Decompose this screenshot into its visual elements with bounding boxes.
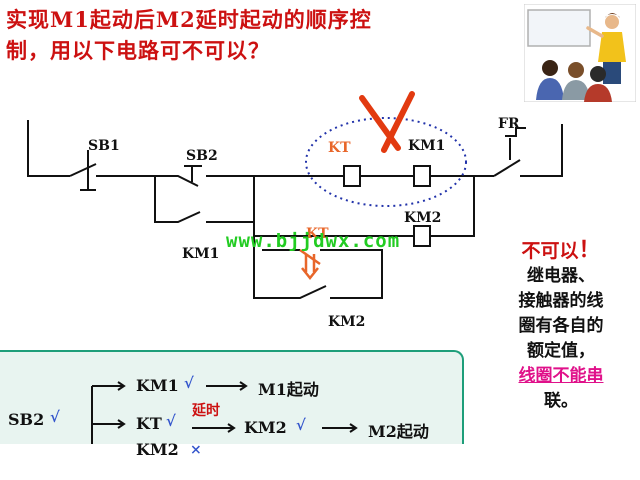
seq-sb2: SB2 xyxy=(8,410,45,429)
sequence-panel: SB2 √ KM1 √ M1起动 KT √ 延时 KM2 √ M2起动 KM2 … xyxy=(0,350,464,459)
wrong-cross-icon xyxy=(359,91,415,153)
seq-m2-start: M2起动 xyxy=(368,422,429,441)
watermark: www.bjjdwx.com xyxy=(226,230,401,252)
seq-km2-check: √ xyxy=(296,416,306,434)
seq-km1-check: √ xyxy=(184,374,194,392)
explanation-line-3: 圈有各自的 xyxy=(518,316,604,336)
sb2-button xyxy=(184,165,202,182)
wire-km2-hold xyxy=(320,249,383,299)
label-sb2: SB2 xyxy=(186,148,218,164)
label-fr: FR xyxy=(498,116,520,132)
wire-km2-return xyxy=(430,176,475,237)
label-kt: KT xyxy=(328,140,351,156)
explanation-line-5: 线圈不能串 xyxy=(518,366,604,386)
title-line-1: 实现M1起动后M2延时起动的顺序控 xyxy=(6,7,372,32)
sequence-arrows xyxy=(91,381,358,444)
sb1-contact xyxy=(69,163,97,177)
seq-km2-direct: KM2 xyxy=(136,440,179,459)
kt-delay-contact xyxy=(299,248,321,281)
label-sb1: SB1 xyxy=(88,138,120,154)
label-km1-contact: KM1 xyxy=(182,246,219,262)
sb2-contact xyxy=(150,175,199,187)
title-line-2: 制，用以下电路可不可以？ xyxy=(6,38,270,63)
seq-m1-start: M1起动 xyxy=(258,380,319,399)
explanation-heading: 不可以！ xyxy=(521,237,601,263)
seq-sb2-check: √ xyxy=(50,408,60,426)
seq-kt: KT xyxy=(136,414,162,433)
seq-kt-check: √ xyxy=(166,412,176,430)
explanation-line-4: 额定值， xyxy=(527,341,595,361)
kt-coil xyxy=(343,165,361,187)
wire-left xyxy=(27,120,70,177)
label-km2-contact: KM2 xyxy=(328,314,365,330)
seq-km2-cross: × xyxy=(190,442,202,458)
fr-contact xyxy=(493,159,521,177)
seq-km1: KM1 xyxy=(136,376,179,395)
km2-coil xyxy=(413,225,431,247)
explanation-line-1: 继电器、 xyxy=(527,266,595,286)
page-title: 实现M1起动后M2延时起动的顺序控 制，用以下电路可不可以？ xyxy=(6,4,506,66)
seq-km2: KM2 xyxy=(244,418,287,437)
sb1-button xyxy=(80,150,96,191)
explanation-line-6: 联。 xyxy=(544,391,578,411)
explanation-box: 不可以！ 继电器、 接触器的线 圈有各自的 额定值， 线圈不能串 联。 xyxy=(486,232,636,414)
label-km2-coil: KM2 xyxy=(404,210,441,226)
km2-hold-contact xyxy=(253,236,327,299)
explanation-line-2: 接触器的线 xyxy=(518,291,604,311)
presenter-with-audience-icon xyxy=(524,4,636,102)
label-km1-coil: KM1 xyxy=(408,138,445,154)
label-kt-contact: KT xyxy=(306,226,329,242)
fr-symbol xyxy=(505,127,526,160)
wire-km1-hold xyxy=(206,176,255,223)
wire-right xyxy=(520,124,563,177)
km1-coil xyxy=(413,165,431,187)
series-coil-highlight xyxy=(305,117,467,207)
km1-hold-contact xyxy=(154,176,201,223)
seq-delay: 延时 xyxy=(192,403,220,419)
